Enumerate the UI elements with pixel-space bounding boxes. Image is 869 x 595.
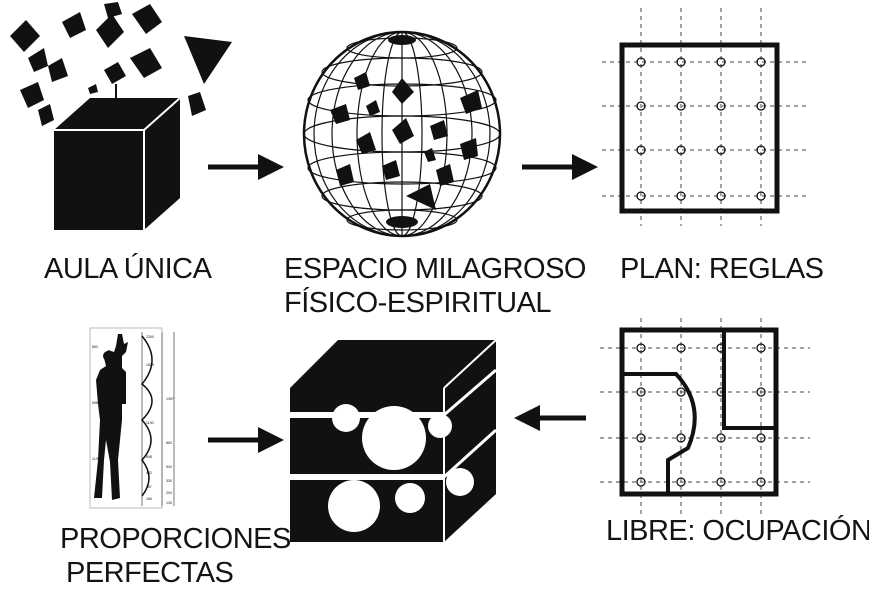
label-espacio-line1: ESPACIO MILAGROSO xyxy=(284,253,586,285)
wireframe-sphere-icon xyxy=(302,30,502,238)
label-aula-unica: AULA ÚNICA xyxy=(44,252,212,286)
svg-text:432: 432 xyxy=(146,471,152,475)
svg-text:204: 204 xyxy=(166,491,172,495)
svg-text:1829: 1829 xyxy=(146,363,154,367)
svg-text:165: 165 xyxy=(146,497,152,501)
svg-text:1130: 1130 xyxy=(146,421,154,425)
svg-text:534: 534 xyxy=(166,465,172,469)
svg-text:863: 863 xyxy=(92,345,98,349)
label-plan-reglas: PLAN: REGLAS xyxy=(620,252,824,286)
svg-text:698: 698 xyxy=(146,455,152,459)
svg-text:126: 126 xyxy=(166,501,172,505)
label-plan-reglas-text: PLAN: REGLAS xyxy=(620,253,824,285)
svg-text:330: 330 xyxy=(166,479,172,483)
label-proporciones-line1: PROPORCIONES xyxy=(60,523,291,555)
svg-text:267: 267 xyxy=(146,485,152,489)
svg-text:2260: 2260 xyxy=(146,335,154,339)
svg-text:1130: 1130 xyxy=(92,457,100,461)
arrow-right-icon xyxy=(208,427,284,453)
cube-with-fragments-icon xyxy=(10,2,232,230)
label-espacio-milagroso: ESPACIO MILAGROSO FÍSICO-ESPIRITUAL xyxy=(284,252,586,320)
svg-text:863: 863 xyxy=(166,441,172,445)
modulor-figure-icon: 2260 1829 1397 1130 863 698 534 432 330 … xyxy=(89,327,175,509)
label-proporciones-line2: PERFECTAS xyxy=(66,557,234,589)
label-aula-unica-text: AULA ÚNICA xyxy=(44,253,212,285)
plan-grid-icon xyxy=(602,8,808,226)
svg-text:1397: 1397 xyxy=(166,397,174,401)
arrow-right-icon xyxy=(208,154,284,180)
svg-text:698: 698 xyxy=(92,401,98,405)
free-plan-icon xyxy=(600,318,810,516)
layered-block-icon xyxy=(290,339,498,542)
label-espacio-line2: FÍSICO-ESPIRITUAL xyxy=(284,287,552,319)
label-proporciones-perfectas: PROPORCIONES PERFECTAS xyxy=(60,522,291,590)
label-libre-ocupacion-text: LIBRE: OCUPACIÓN xyxy=(606,515,869,547)
arrow-left-icon xyxy=(514,405,586,431)
arrow-right-icon xyxy=(522,154,598,180)
label-libre-ocupacion: LIBRE: OCUPACIÓN xyxy=(606,514,869,548)
